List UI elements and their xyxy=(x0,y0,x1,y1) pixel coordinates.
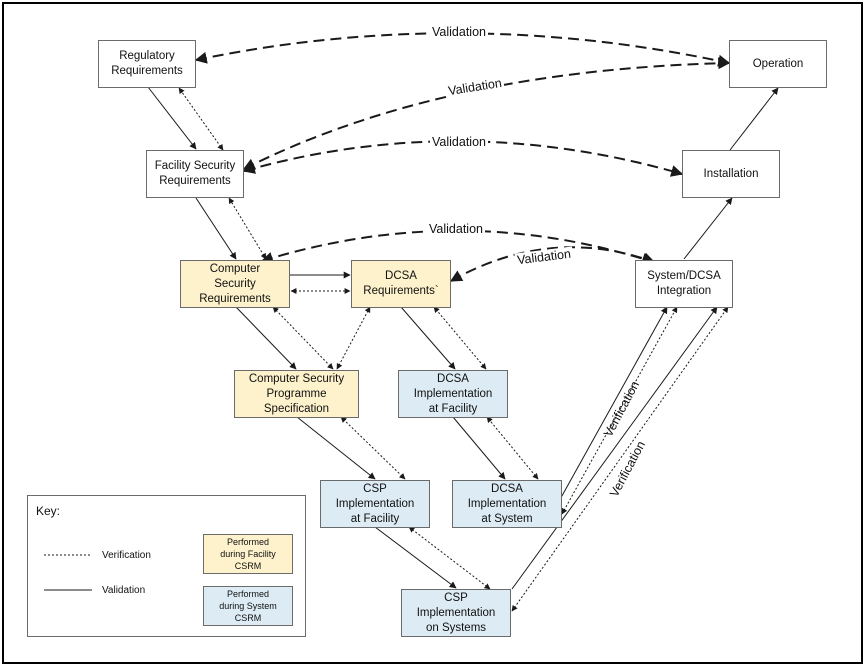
box-csp-specification: Computer Security Programme Specificatio… xyxy=(234,370,359,418)
key-facility-csrm-box: Performed during Facility CSRM xyxy=(203,534,293,574)
solid-dcsa-system-to-integration xyxy=(557,306,668,504)
label-validation-csr-integration: Validation xyxy=(427,222,485,236)
solid-systems-to-integration xyxy=(511,306,718,590)
arc-facility-operation xyxy=(242,57,731,170)
dotted-spec-dcsa xyxy=(336,306,371,370)
solid-csp-spec-to-csp-facility xyxy=(296,416,376,480)
solid-dcsa-facility-to-system xyxy=(452,416,506,480)
dotted-impl-dcsa xyxy=(433,306,487,370)
solid-dcsa-req-to-impl-facility xyxy=(400,306,456,370)
solid-csr-to-csp-spec xyxy=(235,306,297,370)
solid-integration-to-installation xyxy=(683,197,733,260)
solid-facility-to-csr xyxy=(195,197,237,260)
box-dcsa-implementation-facility: DCSA Implementation at Facility xyxy=(398,370,508,418)
box-system-dcsa-integration: System/DCSA Integration xyxy=(635,260,733,308)
label-validation-facility-installation: Validation xyxy=(430,135,488,149)
dotted-spec-csr xyxy=(272,306,334,370)
solid-csp-facility-to-systems xyxy=(374,526,457,589)
dotted-csr-facility xyxy=(228,197,267,260)
dashed-validation-arcs xyxy=(194,32,731,282)
box-dcsa-implementation-system: DCSA Implementation at System xyxy=(452,480,562,528)
box-installation: Installation xyxy=(682,150,780,198)
box-csp-implementation-systems: CSP Implementation on Systems xyxy=(401,589,511,637)
dotted-systems-integration xyxy=(511,306,729,612)
arc-regulatory-operation xyxy=(194,32,731,67)
key-system-csrm-box: Performed during System CSRM xyxy=(203,586,293,626)
dotted-dcsasys-dcsafac xyxy=(486,416,539,480)
box-regulatory-requirements: Regulatory Requirements xyxy=(98,40,196,88)
dotted-systems-cspfac xyxy=(408,526,491,590)
box-operation: Operation xyxy=(729,40,827,88)
label-validation-regulatory-operation: Validation xyxy=(430,25,488,39)
dotted-verification-lines xyxy=(178,87,729,612)
solid-installation-to-operation xyxy=(729,87,779,151)
key-validation-label: Validation xyxy=(102,585,146,596)
legend-key: Key: Verification Validation Performed d… xyxy=(27,495,306,637)
solid-regulatory-to-facility xyxy=(147,86,197,150)
box-facility-security-requirements: Facility Security Requirements xyxy=(146,150,244,198)
box-computer-security-requirements: Computer Security Requirements xyxy=(180,260,290,308)
key-title: Key: xyxy=(36,504,61,518)
dotted-cspfac-spec xyxy=(340,416,406,480)
arc-facility-installation xyxy=(242,140,684,177)
dotted-facility-regulatory xyxy=(178,87,224,151)
box-csp-implementation-facility: CSP Implementation at Facility xyxy=(320,480,430,528)
box-dcsa-requirements: DCSA Requirements` xyxy=(351,260,451,308)
key-verification-label: Verification xyxy=(102,550,151,561)
key-lines xyxy=(44,554,92,591)
arc-csr-integration xyxy=(260,229,655,265)
